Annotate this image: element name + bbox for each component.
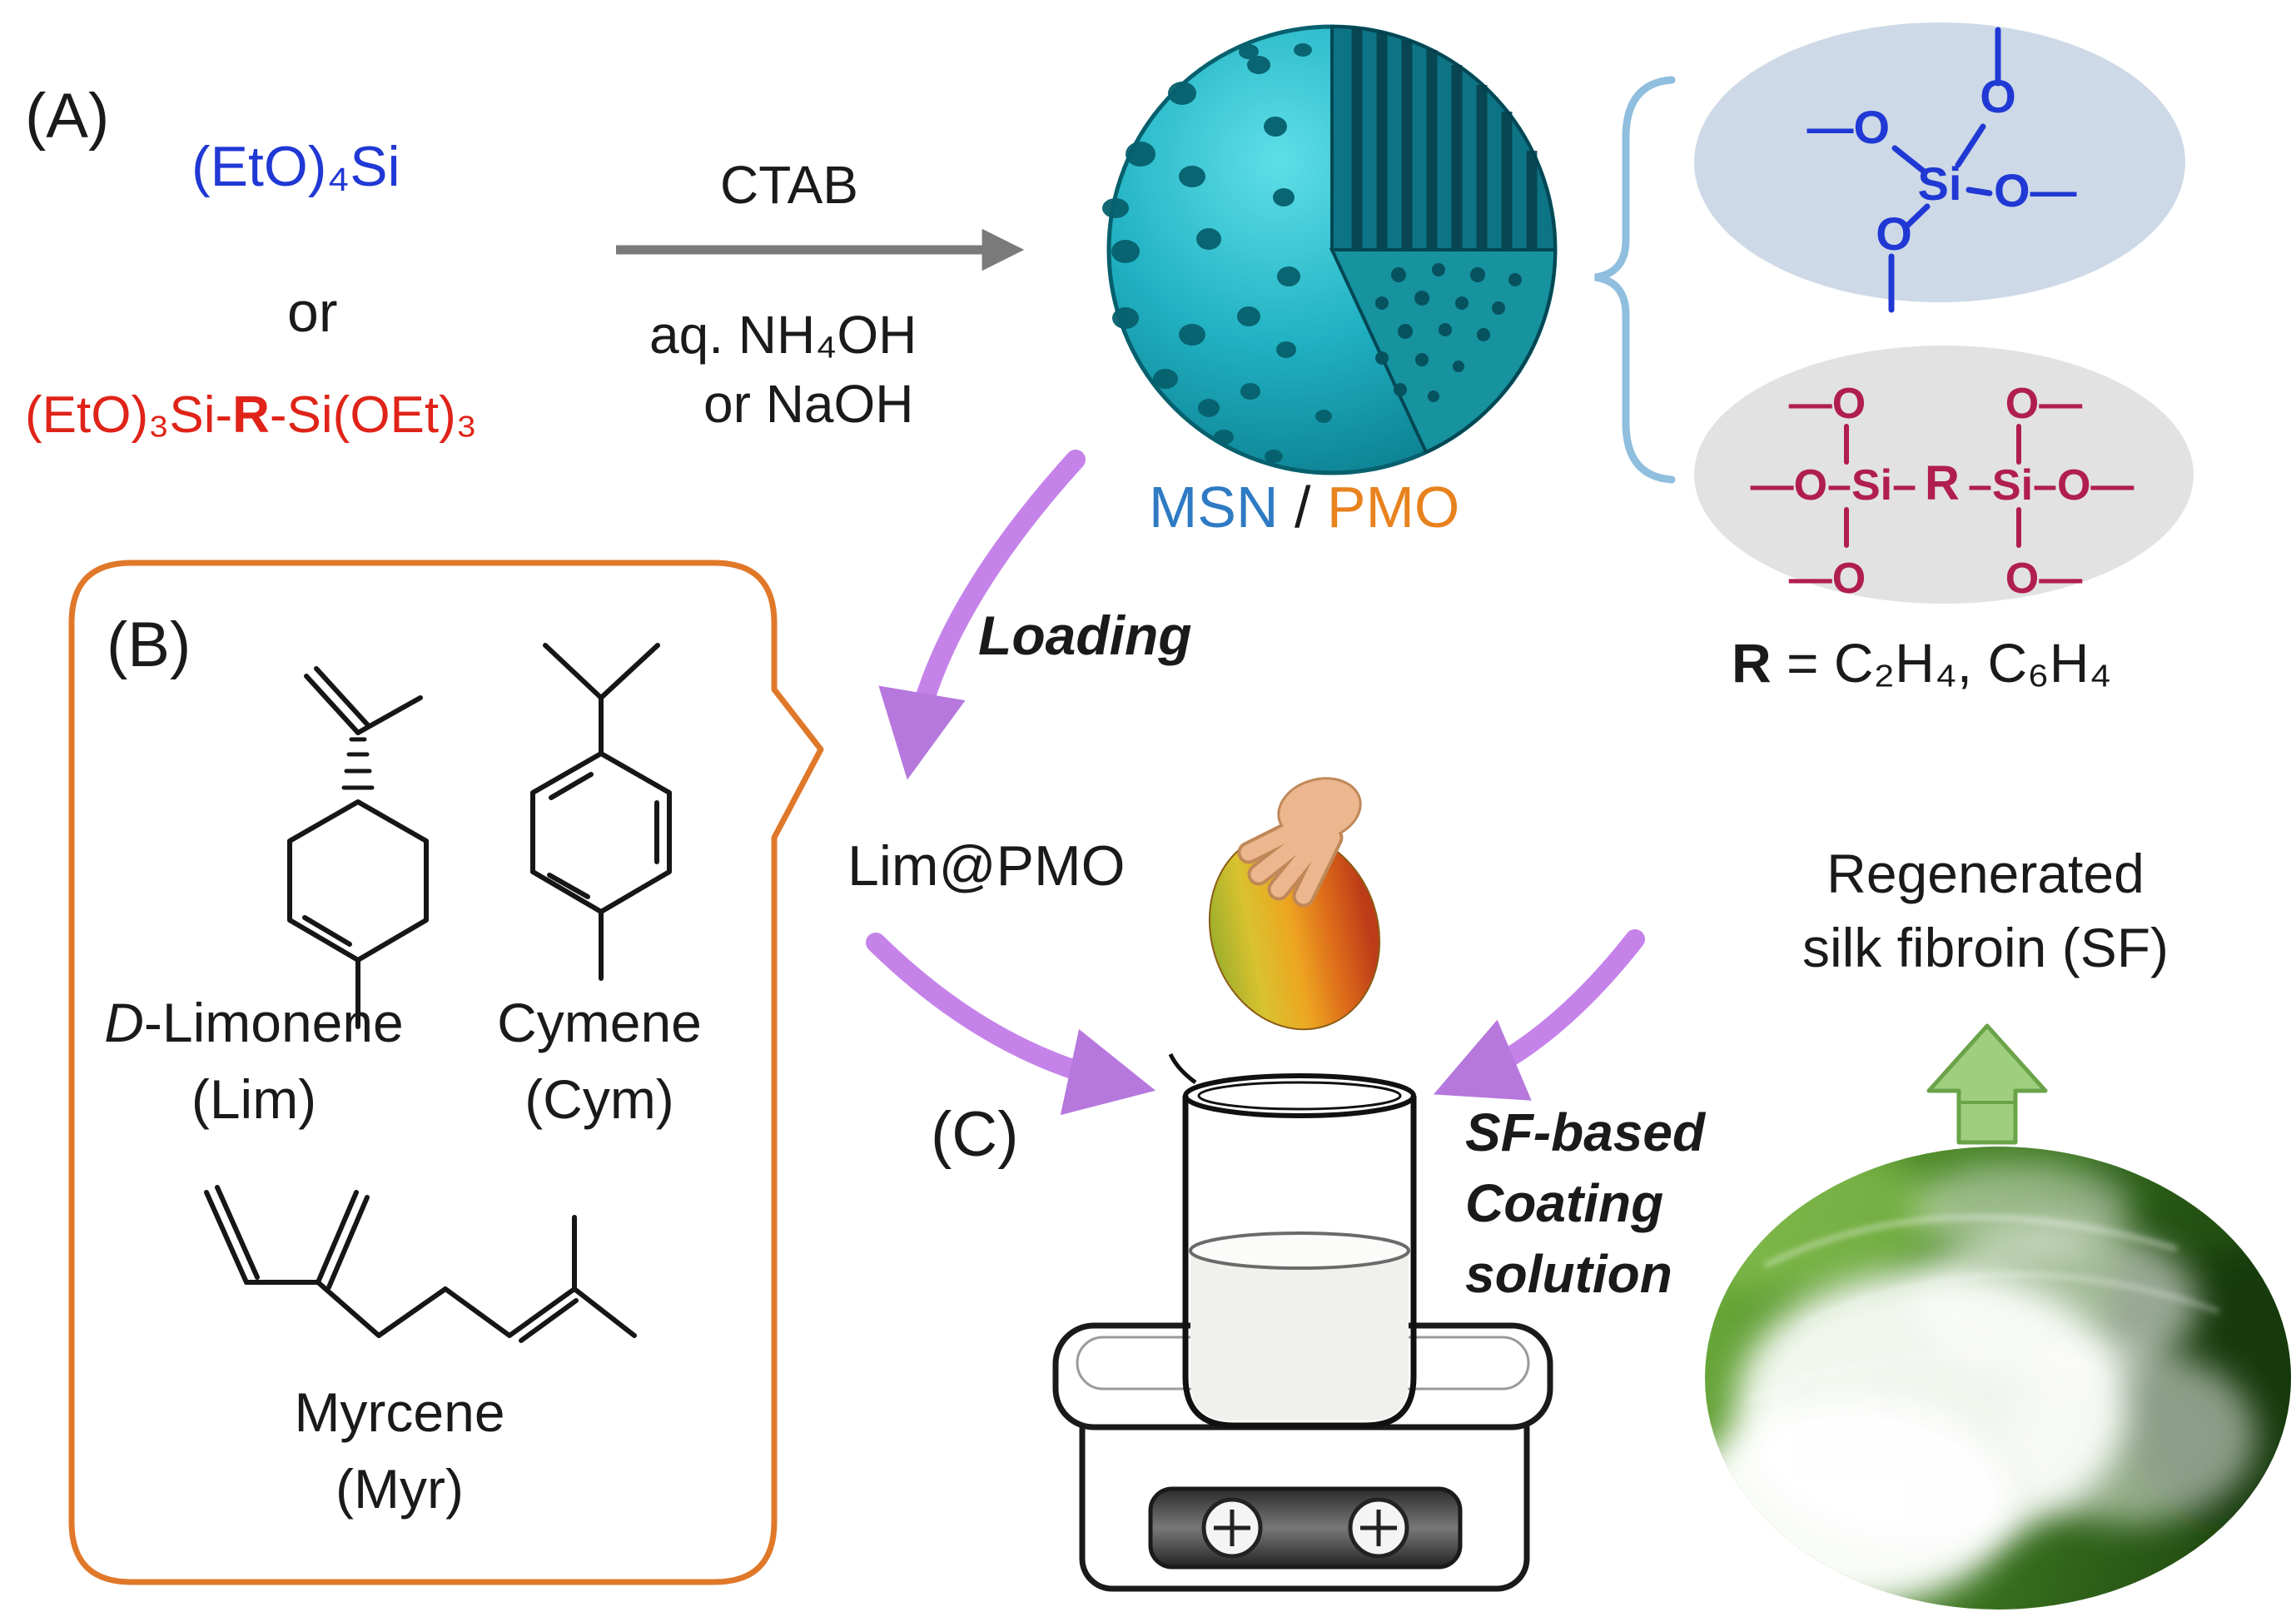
limonene-name-rest: -Limonene <box>143 992 404 1053</box>
pmo-network-bonds <box>1844 424 2021 548</box>
coating-solution-liquid <box>1190 1251 1409 1420</box>
or-text: or <box>287 281 338 344</box>
lim-pmo-label: Lim@PMO <box>847 834 1126 898</box>
msn-pmo-slash: / <box>1278 475 1327 540</box>
coat-arrow-left <box>866 933 1156 1116</box>
limonene-structure <box>287 666 429 1029</box>
base-label-line1: aq. NH₄OH <box>649 305 917 365</box>
o-atom-left: —O <box>1806 101 1890 153</box>
sphere-cut-channels <box>1330 24 1558 251</box>
msn-pmo-sphere <box>1102 24 1558 475</box>
r-definition: R = C₂H₄, C₆H₄ <box>1732 631 2111 696</box>
sphere-cut-shelf <box>1329 248 1558 455</box>
sf-coating-line1: SF-based <box>1465 1102 1706 1162</box>
hand-icon <box>1237 777 1362 908</box>
panel-a-label: (A) <box>25 81 110 152</box>
regenerated-sf-label: Regenerated silk fibroin (SF) <box>1744 837 2227 985</box>
pmo-o-bottomright: O— <box>2005 555 2082 603</box>
sf-coating-line2: Coating <box>1465 1173 1664 1234</box>
o-atom-right: O— <box>1994 164 2077 216</box>
limonene-name: D-Limonene <box>75 984 433 1061</box>
beaker <box>1168 1052 1417 1429</box>
pmo-o-topright: O— <box>2005 380 2082 428</box>
myrcene-abbr: (Myr) <box>335 1458 464 1520</box>
silica-q4-oval: Si O —O O— O <box>1694 22 2185 313</box>
reagent-bis-silane-post: -Si(OEt)₃ <box>269 386 478 444</box>
panel-c-label: (C) <box>931 1099 1019 1170</box>
coat-arrow-right <box>1433 929 1645 1101</box>
pmo-o-topleft: —O <box>1789 380 1866 428</box>
reagent-teos: (EtO)₄Si <box>191 135 400 198</box>
pmo-mid-right: –Si–O— <box>1968 461 2134 510</box>
limonene-name-d: D <box>104 992 144 1053</box>
magnetic-stirrer <box>1052 1322 1553 1592</box>
base-label-line2: or NaOH <box>703 374 914 434</box>
msn-label: MSN <box>1149 475 1279 540</box>
stirrer-knob <box>1201 1497 1263 1559</box>
r-definition-rest: = C₂H₄, C₆H₄ <box>1771 632 2112 694</box>
sf-coating-label: SF-based Coating solution <box>1465 1097 1705 1310</box>
silk-cocoon-photo <box>1705 1147 2291 1610</box>
ctab-label: CTAB <box>720 155 858 215</box>
sphere-pores <box>1102 43 1332 463</box>
pmo-mid-left: —O–Si– <box>1751 461 1916 510</box>
curly-brace <box>1594 76 1676 484</box>
terpene-bubble <box>68 560 824 1585</box>
regenerated-sf-line2: silk fibroin (SF) <box>1802 917 2169 979</box>
beaker-spout <box>1168 1052 1197 1085</box>
msn-pmo-label: MSN / PMO <box>1149 473 1459 542</box>
pmo-label: PMO <box>1326 475 1460 540</box>
myrcene-name: Myrcene <box>294 1381 505 1443</box>
myrcene-structure <box>204 1185 637 1343</box>
cymene-name: Cymene <box>497 992 702 1053</box>
stirrer-knob <box>1348 1497 1409 1559</box>
green-up-arrow <box>1926 1023 2048 1145</box>
silica-q4-bonds <box>1888 27 2001 313</box>
reagent-bis-silane-r: R <box>232 386 270 444</box>
sf-coating-line3: solution <box>1465 1244 1672 1305</box>
limonene-label: D-Limonene (Lim) <box>75 984 433 1138</box>
o-atom-bottom: O <box>1876 207 1912 260</box>
cymene-abbr: (Cym) <box>524 1068 674 1131</box>
panel-b-label: (B) <box>107 609 191 680</box>
regenerated-sf-line1: Regenerated <box>1826 843 2144 904</box>
loading-label: Loading <box>978 605 1192 666</box>
mango-image <box>1208 777 1381 1031</box>
reagent-bis-silane: (EtO)₃Si-R-Si(OEt)₃ <box>25 385 477 445</box>
loading-arrow <box>878 450 1086 780</box>
pmo-network-oval: —O O— —O–Si– R –Si–O— —O O— <box>1694 346 2194 604</box>
reagent-bis-silane-pre: (EtO)₃Si- <box>25 386 233 444</box>
limonene-abbr: (Lim) <box>191 1068 317 1131</box>
si-atom: Si <box>1918 157 1962 210</box>
cymene-label: Cymene (Cym) <box>433 984 766 1138</box>
myrcene-label: Myrcene (Myr) <box>233 1374 566 1528</box>
pmo-r-atom: R <box>1925 456 1960 510</box>
cymene-structure <box>530 643 672 981</box>
pmo-o-bottomleft: —O <box>1789 555 1866 603</box>
r-definition-r: R <box>1732 632 1772 694</box>
o-atom-top: O <box>1980 70 2016 122</box>
